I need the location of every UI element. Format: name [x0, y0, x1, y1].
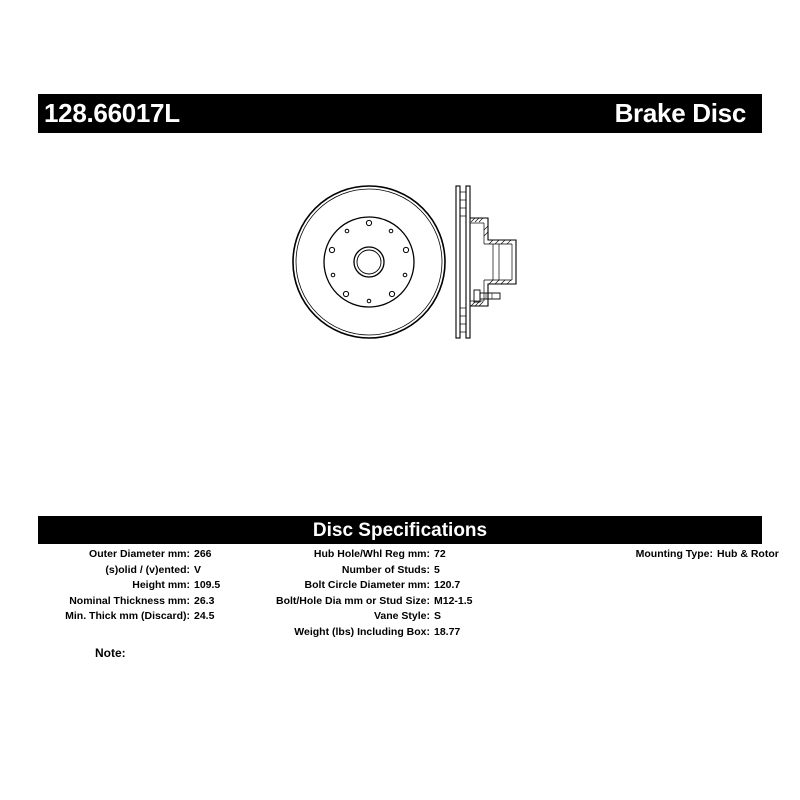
- wheel-stud: [473, 289, 501, 303]
- spec-value: 266: [194, 548, 212, 560]
- spec-row: Height mm: 109.5: [40, 578, 220, 594]
- spec-label: Outer Diameter mm:: [89, 548, 190, 560]
- spec-label: Nominal Thickness mm:: [69, 594, 190, 607]
- bolt-hole: [402, 272, 408, 278]
- spec-label: Height mm:: [132, 579, 190, 592]
- spec-value: Hub & Rotor: [717, 548, 779, 560]
- spec-value: 18.77: [434, 625, 461, 638]
- stud-hole: [388, 290, 396, 298]
- spec-label: Weight (lbs) Including Box:: [294, 625, 430, 638]
- rotor-outer-inner-line: [295, 188, 443, 336]
- spec-label: Bolt/Hole Dia mm or Stud Size:: [275, 594, 430, 607]
- spec-label: Vane Style:: [373, 610, 430, 623]
- stud-hole: [365, 219, 373, 227]
- rotor-plate-inner: [465, 185, 471, 339]
- title-bar: 128.66017L Brake Disc: [38, 94, 762, 133]
- stud-hole: [328, 246, 336, 254]
- spec-label: Min. Thick mm (Discard):: [65, 610, 190, 623]
- spec-value: 24.5: [194, 610, 215, 623]
- stud-holes: [328, 219, 410, 304]
- spec-label: Mounting Type:: [635, 548, 713, 560]
- spec-value: M12-1.5: [434, 594, 473, 607]
- hub-outline: [470, 217, 517, 307]
- spec-row: Mounting Type: Hub & Rotor: [540, 547, 779, 563]
- stud-hole: [402, 246, 410, 254]
- spec-row: (s)olid / (v)ented: V: [40, 563, 220, 579]
- spec-value: 5: [434, 563, 440, 576]
- spec-label: Hub Hole/Whl Reg mm:: [313, 548, 430, 560]
- spec-label: (s)olid / (v)ented:: [105, 563, 190, 576]
- section-hatching: [470, 217, 512, 307]
- spec-row: Bolt/Hole Dia mm or Stud Size: M12-1.5: [245, 594, 473, 610]
- spec-value: S: [434, 610, 442, 623]
- specs-column-3: Mounting Type: Hub & Rotor: [540, 547, 779, 563]
- rotor-front-view: [292, 185, 446, 339]
- rotor-side-view: [455, 185, 517, 339]
- spec-label: Bolt Circle Diameter mm:: [304, 579, 430, 592]
- spec-row: Min. Thick mm (Discard): 24.5: [40, 609, 220, 625]
- center-bore-inner: [356, 249, 382, 275]
- center-bore: [353, 246, 385, 278]
- bolt-hole: [388, 228, 394, 234]
- product-type: Brake Disc: [614, 98, 747, 128]
- part-number: 128.66017L: [44, 98, 180, 128]
- spec-row: Vane Style: S: [245, 609, 473, 625]
- spec-value: 109.5: [194, 579, 221, 592]
- note-label: Note:: [95, 646, 126, 660]
- spec-row: Hub Hole/Whl Reg mm: 72: [245, 547, 473, 563]
- hub-face-edge: [323, 216, 415, 308]
- spec-value: 26.3: [194, 594, 215, 607]
- rotor-plate-outer: [455, 185, 461, 339]
- bolt-hole: [344, 228, 350, 234]
- spec-row: Bolt Circle Diameter mm: 120.7: [245, 578, 473, 594]
- bolt-hole: [366, 298, 372, 304]
- specs-column-1: Outer Diameter mm: 266 (s)olid / (v)ented:…: [40, 547, 220, 625]
- rotor-outer-edge: [292, 185, 446, 339]
- specs-title-bar: Disc Specifications: [38, 516, 762, 544]
- spec-row: Number of Studs: 5: [245, 563, 473, 579]
- spec-row: Nominal Thickness mm: 26.3: [40, 594, 220, 610]
- spec-row: Outer Diameter mm: 266: [40, 547, 220, 563]
- stud-hole: [342, 290, 350, 298]
- cooling-vanes: [460, 191, 466, 333]
- spec-label: Number of Studs:: [341, 563, 430, 576]
- bolt-hole: [330, 272, 336, 278]
- spec-row: Weight (lbs) Including Box: 18.77: [245, 625, 473, 641]
- spec-value: 120.7: [434, 579, 461, 592]
- spec-value: V: [194, 563, 202, 576]
- spec-value: 72: [434, 548, 446, 560]
